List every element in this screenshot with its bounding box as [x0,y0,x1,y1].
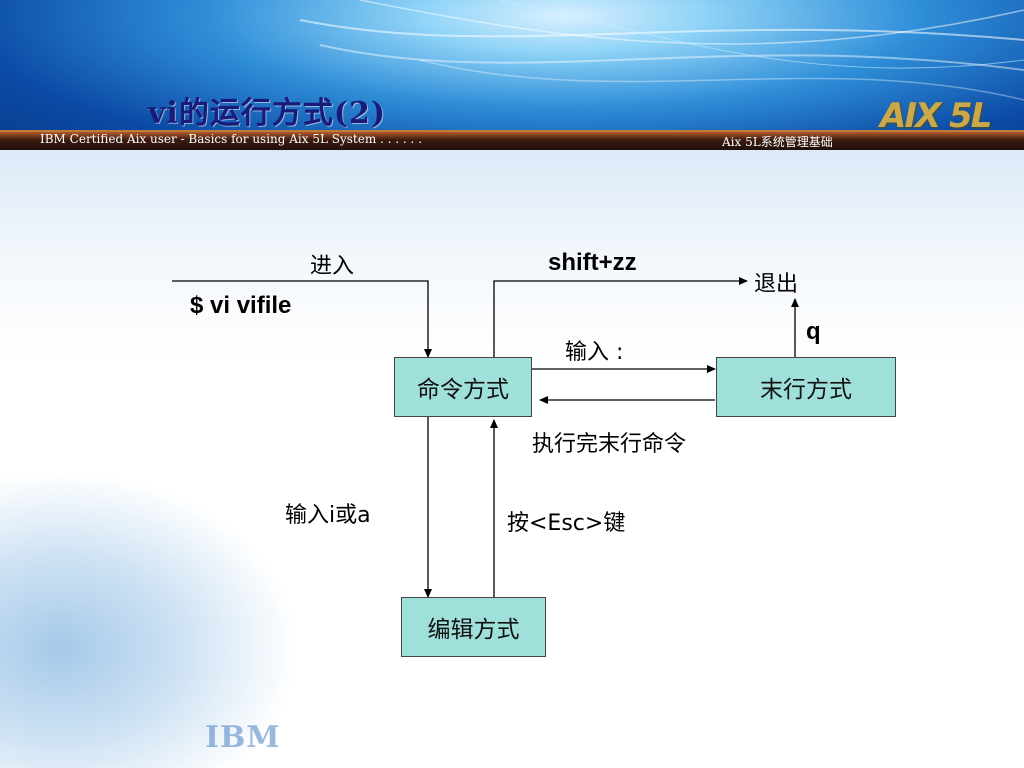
header-subject-text: Aix 5L系统管理基础 [722,135,833,149]
label-q: q [806,318,821,345]
label-input-colon: 输入 : [565,340,624,365]
label-input-i-or-a: 输入i或a [285,503,371,528]
aix-logo: AIX 5L [880,96,992,136]
label-enter: 进入 [310,254,355,279]
label-vi-command: $ vi vifile [190,292,292,319]
shiftzz-arrow [493,277,748,357]
label-shift-zz: shift+zz [548,249,637,276]
enter-arrow [172,280,432,358]
command-mode-box: 命令方式 [394,357,532,417]
edit-mode-box: 编辑方式 [401,597,546,657]
label-press-esc: 按<Esc>键 [507,511,626,536]
lastline-mode-box: 末行方式 [716,357,896,417]
label-exit: 退出 [754,272,799,297]
header-course-text: IBM Certified Aix user - Basics for usin… [40,132,423,146]
label-exec-done: 执行完末行命令 [532,432,687,457]
ibm-watermark: IBM [205,720,281,755]
header-stripe [0,130,1024,152]
banner-light-streaks [299,0,1024,101]
slide-title: vi的运行方式(2) [148,96,387,131]
background-photo-deco [0,470,300,768]
